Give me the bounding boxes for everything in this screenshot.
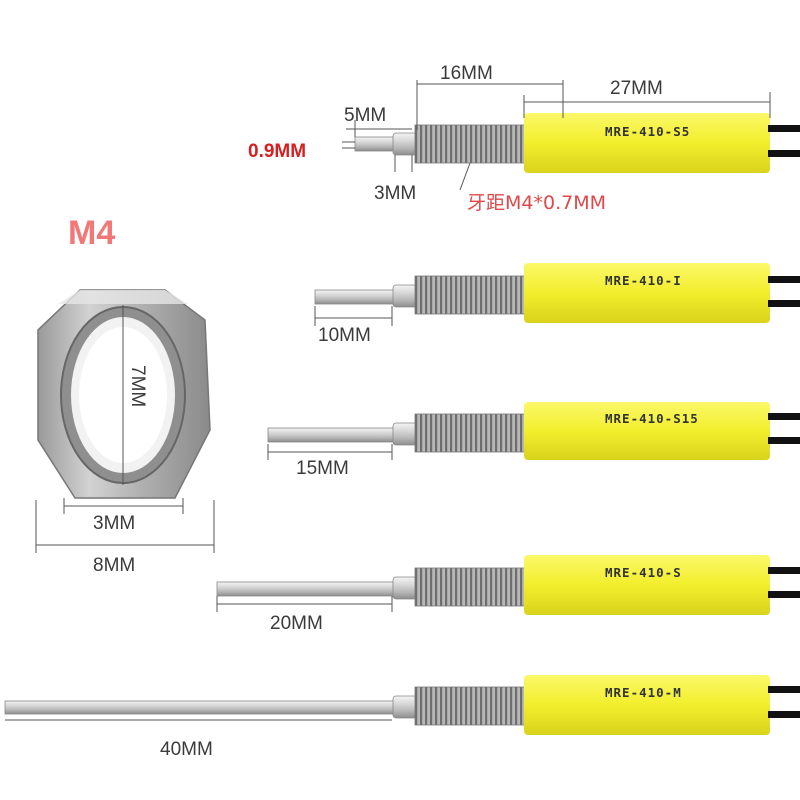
probe-top-tip [354, 136, 396, 152]
nut-title: M4 [68, 214, 115, 252]
probe-10mm-cable-2 [768, 300, 800, 307]
probe-10mm-model: MRE-410-I [605, 273, 682, 288]
probe-20mm-cable [768, 567, 800, 574]
probe-15mm-cable-2 [768, 437, 800, 444]
probe-20mm-tip [216, 581, 396, 597]
nut-top-chamfer [58, 290, 188, 304]
probe-10mm-tip [314, 289, 396, 305]
probe-top-model: MRE-410-S5 [605, 124, 690, 139]
probe-top [342, 80, 800, 191]
nut-inner-height-label: 7MM [127, 365, 148, 407]
hex-nut [35, 289, 215, 553]
probe-20mm-sleeve [524, 555, 770, 615]
thread-length-label: 16MM [440, 63, 493, 84]
probe-40mm-thread [414, 686, 526, 726]
probe-40mm-cable [768, 686, 800, 693]
pitch-leader [459, 162, 471, 191]
probe-40mm-tip [4, 700, 396, 715]
probe-top-cable-2 [768, 150, 800, 157]
nut-inner-width-label: 3MM [93, 513, 135, 534]
probe-15mm-thread [414, 413, 526, 453]
probe-10mm-thread [414, 275, 526, 315]
probe-40mm-sleeve [524, 675, 770, 735]
probe-15mm-cable [768, 413, 800, 420]
probe-20mm-cable-2 [768, 591, 800, 598]
probe-20mm [216, 555, 800, 615]
probe-top-collar [392, 132, 418, 156]
probe-40mm-collar [392, 695, 418, 719]
probe-10mm-length: 10MM [318, 325, 371, 346]
sleeve-length-label: 27MM [610, 78, 663, 99]
probe-20mm-model: MRE-410-S [605, 565, 682, 580]
probe-top-thread [414, 124, 526, 164]
probe-15mm-model: MRE-410-S15 [605, 411, 699, 426]
probe-20mm-collar [392, 576, 418, 600]
probe-40mm-cable-2 [768, 711, 800, 718]
probe-15mm-tip [267, 427, 396, 443]
probe-15mm-collar [392, 422, 418, 446]
probe-10mm-cable [768, 276, 800, 283]
probe-40mm [4, 675, 800, 735]
collar-length-label: 3MM [374, 183, 416, 204]
probe-10mm-sleeve [524, 263, 770, 323]
probe-15mm-length: 15MM [296, 458, 349, 479]
probe-20mm-length: 20MM [270, 613, 323, 634]
probe-top-cable [768, 125, 800, 132]
probe-10mm-collar [392, 284, 418, 308]
nut-outer-width-label: 8MM [93, 555, 135, 576]
thread-pitch-label: 牙距M4*0.7MM [467, 192, 606, 214]
tip-length-label: 5MM [344, 105, 386, 126]
probe-top-sleeve [524, 113, 770, 173]
probe-40mm-length: 40MM [160, 739, 213, 760]
tip-diameter-label: 0.9MM [248, 141, 306, 162]
probe-15mm [267, 402, 800, 460]
probe-10mm [314, 263, 800, 326]
probe-15mm-sleeve [524, 402, 770, 460]
probe-20mm-thread [414, 567, 526, 607]
probe-40mm-model: MRE-410-M [605, 685, 682, 700]
